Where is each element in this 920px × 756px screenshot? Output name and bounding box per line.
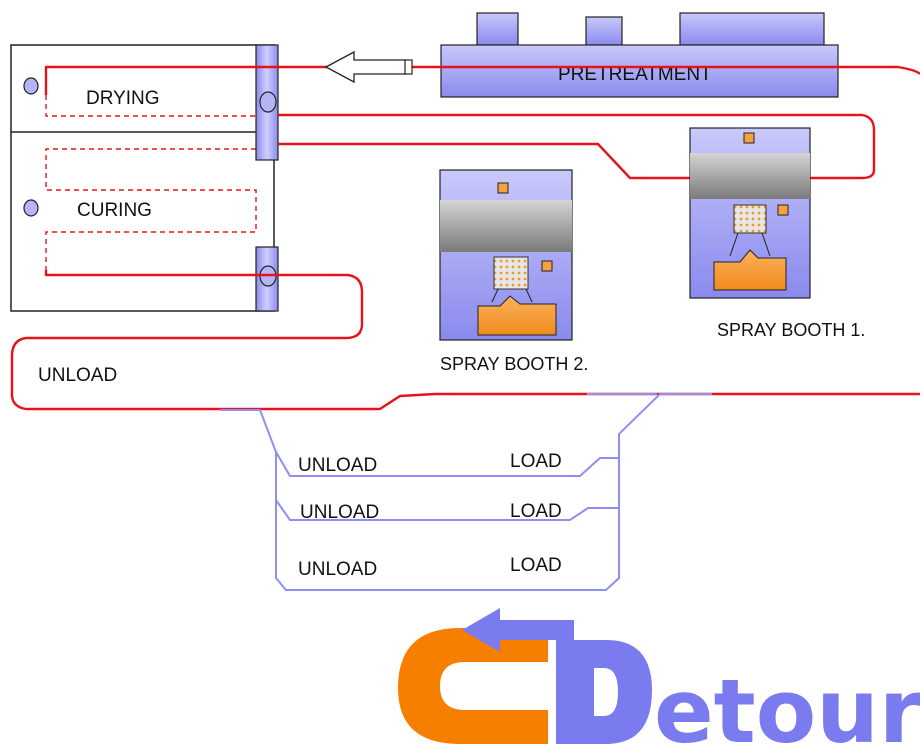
drying-zone-path — [45, 95, 256, 117]
logo-text: etour — [654, 660, 920, 756]
booth1-part-icon — [713, 249, 787, 291]
load-unload-stations: UNLOAD LOAD UNLOAD LOAD UNLOAD LOAD — [298, 451, 562, 580]
oven: DRYING CURING — [10, 44, 279, 312]
entry-roller-icon — [259, 91, 277, 113]
station-1-load-label: LOAD — [510, 451, 562, 472]
booth2-light-icon — [497, 182, 509, 194]
flow-arrow-icon — [324, 50, 413, 84]
spray-booth-1: SPRAY BOOTH 1. — [689, 127, 865, 340]
pretreatment-body — [440, 44, 839, 98]
spray-booth-1-label: SPRAY BOOTH 1. — [717, 320, 865, 340]
booth1-nozzle-panel-icon — [733, 204, 767, 234]
pretreatment-tank-2 — [585, 16, 623, 46]
station-3-unload-label: UNLOAD — [298, 559, 377, 580]
logo-blue-d-icon — [556, 640, 652, 744]
spray-booth-2: SPRAY BOOTH 2. — [439, 169, 588, 374]
conveyor-line — [10, 65, 920, 411]
booth2-part-icon — [477, 295, 557, 336]
booth1-control-icon — [777, 204, 789, 216]
booth2-control-icon — [541, 260, 553, 272]
pretreatment-tank-3 — [679, 12, 825, 46]
logo-blue-arrow-icon — [462, 608, 574, 652]
booth1-light-icon — [743, 132, 755, 144]
unload-main-label: UNLOAD — [38, 365, 117, 386]
booth1-hood — [690, 153, 810, 199]
station-2-unload-label: UNLOAD — [300, 502, 379, 523]
booth2-nozzle-panel-icon — [493, 256, 529, 290]
curing-heater-icon — [23, 199, 39, 217]
pretreatment-tank-1 — [476, 12, 519, 46]
detour-logo: etour — [398, 608, 920, 756]
conveyor-top-run — [44, 65, 920, 95]
pretreatment-unit: PRETREATMENT — [440, 12, 839, 98]
station-2-load-label: LOAD — [510, 501, 562, 522]
curing-zone-path — [45, 148, 257, 270]
load-line-track-1 — [275, 451, 619, 477]
load-unload-lines — [220, 393, 712, 591]
conveyor-return-run — [278, 113, 876, 180]
oven-housing — [10, 44, 275, 312]
conveyor-unload-loop — [10, 270, 920, 411]
booth2-hood — [440, 200, 572, 252]
station-3-load-label: LOAD — [510, 555, 562, 576]
drying-label: DRYING — [86, 88, 160, 109]
station-1-unload-label: UNLOAD — [298, 455, 377, 476]
load-line-track-2 — [275, 499, 619, 521]
drying-heater-icon — [23, 77, 39, 95]
spray-booth-2-label: SPRAY BOOTH 2. — [440, 354, 588, 374]
curing-label: CURING — [77, 200, 152, 221]
logo-orange-c-icon — [398, 628, 548, 744]
pretreatment-label: PRETREATMENT — [558, 64, 712, 85]
load-line-outer — [220, 393, 712, 591]
